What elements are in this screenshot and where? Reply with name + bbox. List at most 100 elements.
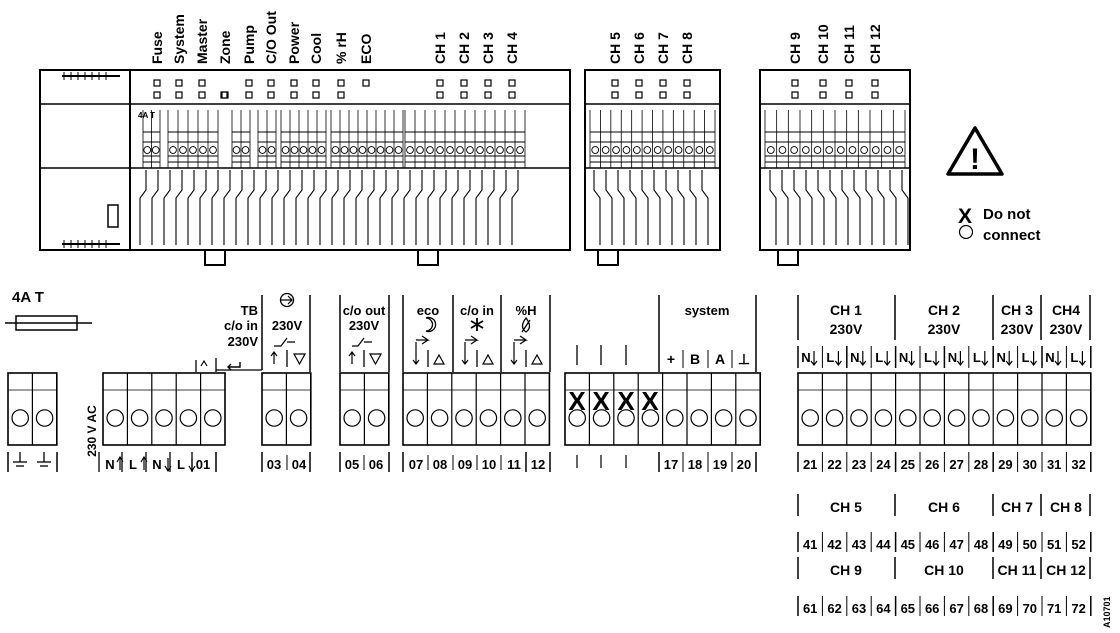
supply-label: 230 V AC xyxy=(85,405,99,457)
eco-contact-icon xyxy=(416,335,430,345)
channel-number-0-9: 30 xyxy=(1023,457,1037,472)
terminal-block-1 xyxy=(102,372,226,446)
down-arrow-icon xyxy=(956,360,964,366)
humidity-drop-icon xyxy=(521,316,531,333)
channel-number-1-10: 51 xyxy=(1047,537,1061,552)
wire-channel xyxy=(805,170,813,245)
legend-circle-icon xyxy=(958,224,974,240)
bus-label-0: + xyxy=(667,351,675,367)
led-group2-0 xyxy=(611,79,619,87)
wire-channel xyxy=(499,170,507,245)
led-group1-0 xyxy=(436,79,444,87)
wire-channel xyxy=(367,170,375,245)
led-group1-b-2 xyxy=(484,91,492,99)
channel-pin-5: L xyxy=(924,350,932,365)
mini-terminal-hole xyxy=(340,146,349,154)
channel-pin-11: L xyxy=(1070,350,1078,365)
terminal-screw-4-1 xyxy=(430,409,449,427)
terminal-screw-5-3 xyxy=(641,409,660,427)
down-arrow-icon xyxy=(164,465,172,473)
wire-channel xyxy=(403,170,411,245)
do-not-connect-mark-2: X xyxy=(617,386,635,416)
do-not-connect-mark-3: X xyxy=(641,386,659,416)
led-group1-b-0 xyxy=(436,91,444,99)
mini-terminal-hole xyxy=(633,146,641,154)
channel-header-1-2: CH 7 xyxy=(1001,499,1033,515)
down-arrow-icon xyxy=(1054,360,1062,366)
wire-channel xyxy=(605,170,613,245)
wire-channel xyxy=(769,170,777,245)
mini-terminal-hole xyxy=(406,146,414,154)
wire-channel xyxy=(199,170,207,245)
led-label-group3-2: CH 11 xyxy=(841,25,857,64)
led-label-status-8: % rH xyxy=(333,32,349,64)
channel-number-2-7: 68 xyxy=(974,601,988,616)
tb-contact-icon xyxy=(228,362,241,368)
up-arrow-icon xyxy=(270,351,278,357)
led-group1-3 xyxy=(508,79,516,87)
channel-number-2-9: 70 xyxy=(1023,601,1037,616)
terminal-screw-6-7 xyxy=(972,409,990,427)
channel-number-2-6: 67 xyxy=(949,601,963,616)
warning-exclamation: ! xyxy=(970,143,980,176)
wire-channel xyxy=(415,170,423,245)
led-group2-3 xyxy=(683,79,691,87)
channel-number-1-1: 42 xyxy=(827,537,841,552)
mini-terminal-hole xyxy=(317,146,326,154)
channel-header-0: CH 1 xyxy=(830,302,862,318)
channel-header-3: CH4 xyxy=(1052,302,1080,318)
led-label-status-5: C/O Out xyxy=(263,11,279,64)
mini-terminal-hole xyxy=(790,146,799,154)
channel-number-1-0: 41 xyxy=(803,537,817,552)
down-arrow-icon xyxy=(1005,360,1013,366)
terminal-number-0: 03 xyxy=(267,457,281,472)
channel-number-2-8: 69 xyxy=(998,601,1012,616)
led-status-low-5 xyxy=(267,91,275,99)
led-group3-1 xyxy=(819,79,827,87)
wire-channel xyxy=(307,170,315,245)
wire-channel xyxy=(139,170,147,245)
led-label-group3-3: CH 12 xyxy=(867,24,883,64)
terminal-screw-0-1 xyxy=(35,409,54,427)
led-status-2 xyxy=(198,79,206,87)
channel-number-2-3: 64 xyxy=(876,601,891,616)
wire-channel xyxy=(379,170,387,245)
mini-terminal-hole xyxy=(267,146,276,154)
tb-co-in-label: c/o in xyxy=(224,318,258,333)
wire-channel xyxy=(271,170,279,245)
channel-number-0-8: 29 xyxy=(998,457,1012,472)
mini-terminal-hole xyxy=(860,146,869,154)
channel-voltage-3: 230V xyxy=(1050,321,1083,337)
terminal-screw-6-11 xyxy=(1069,409,1088,427)
terminal-screw-6-9 xyxy=(1021,409,1039,427)
wire-channel xyxy=(427,170,435,245)
channel-voltage-0: 230V xyxy=(830,321,863,337)
mini-terminal-hole xyxy=(516,146,524,154)
bus-label-2: A xyxy=(715,351,725,367)
channel-number-0-6: 27 xyxy=(949,457,963,472)
terminal-screw-2-1 xyxy=(289,409,308,427)
terminal-screw-4-5 xyxy=(528,409,546,427)
led-label-group3-1: CH 10 xyxy=(815,24,831,64)
warning-legend: ! X Do not connect xyxy=(946,126,1041,244)
mini-terminal-hole xyxy=(883,146,892,154)
wire-channel xyxy=(629,170,637,245)
channel-number-2-10: 71 xyxy=(1047,601,1061,616)
do-not-connect-mark-1: X xyxy=(592,386,610,416)
wire-channel xyxy=(463,170,471,245)
mini-terminal-hole xyxy=(241,146,250,154)
vent-top xyxy=(62,72,120,80)
mini-terminal-hole xyxy=(179,146,187,154)
led-group1-b-1 xyxy=(460,91,468,99)
led-group2-1 xyxy=(635,79,643,87)
led-group1-b-3 xyxy=(508,91,516,99)
wire-channel xyxy=(211,170,219,245)
moon-icon xyxy=(425,316,437,333)
wire-channel xyxy=(841,170,849,245)
module-fuse-label: 4A T xyxy=(138,111,155,120)
channel-header-2-1: CH 10 xyxy=(924,562,964,578)
terminal-screw-4-3 xyxy=(479,409,498,427)
co-in-contact-icon xyxy=(465,335,479,345)
channel-number-0-3: 24 xyxy=(876,457,891,472)
channel-pin-2: N xyxy=(850,350,859,365)
